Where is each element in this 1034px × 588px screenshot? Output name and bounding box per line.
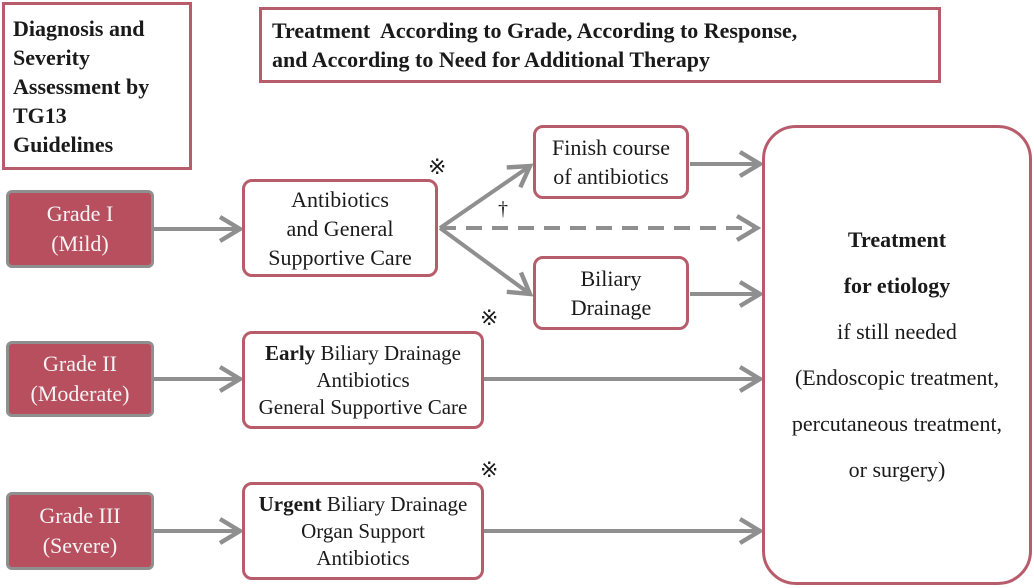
grade-2-name: Grade II [43,351,117,376]
biliary-drainage-box: Biliary Drainage [533,256,689,330]
diagnosis-header: Diagnosis and Severity Assessment by TG1… [2,2,192,170]
treatment-header: Treatment According to Grade, According … [259,7,941,83]
finish-course-line: of antibiotics [553,164,669,189]
final-title: Treatment [847,227,947,252]
diagnosis-header-line: TG13 [13,102,67,128]
final-line: (Endoscopic treatment, [794,365,1000,390]
treatment-header-line: Treatment According to Grade, According … [272,18,798,43]
dagger-mark: † [498,198,508,220]
final-line: percutaneous treatment, [791,411,1003,436]
etiology-treatment-box: Treatment for etiology if still needed (… [762,125,1032,585]
grade3-care-line1: Urgent Biliary Drainage [259,491,468,518]
diagnosis-header-line: Severity [13,44,90,70]
grade1-care-line: Supportive Care [268,244,412,270]
grade3-urgency: Urgent [258,491,322,516]
diagnosis-header-line: Diagnosis and [13,15,145,41]
grade3-care-box: Urgent Biliary Drainage Organ Support An… [242,482,484,580]
diagnosis-header-line: Assessment by [13,73,150,99]
final-line: or surgery) [848,457,946,482]
diagnosis-header-line: Guidelines [13,131,114,157]
grade2-care-line3: General Supportive Care [258,394,468,419]
grade-3-box: Grade III (Severe) [6,492,154,570]
grade2-care-line2: Antibiotics [316,367,410,392]
grade3-care-line3: Antibiotics [316,545,410,570]
grade3-care-line2: Organ Support [301,518,425,543]
treatment-header-line: and According to Need for Additional The… [272,47,711,72]
finish-course-line: Finish course [552,135,670,160]
note-mark-grade1: ※ [428,154,447,179]
grade1-care-box: Antibiotics and General Supportive Care [242,179,438,277]
grade2-urgency: Early [265,340,316,365]
arrow-care-to-drainage [438,226,534,297]
note-mark-grade2: ※ [480,305,499,330]
grade1-care-line: and General [286,215,394,241]
arrow-care-to-finish [438,163,534,230]
grade2-care-box: Early Biliary Drainage Antibiotics Gener… [242,331,484,429]
grade-3-name: Grade III [39,503,121,528]
grade1-care-line: Antibiotics [291,186,389,212]
grade-2-box: Grade II (Moderate) [6,341,154,417]
grade-2-severity: (Moderate) [30,381,130,406]
finish-course-box: Finish course of antibiotics [533,125,689,199]
final-line: if still needed [837,319,957,344]
grade-1-box: Grade I (Mild) [6,190,154,268]
grade3-care-line1-rest: Biliary Drainage [321,491,468,516]
biliary-drainage-line: Drainage [570,295,652,320]
grade-1-severity: (Mild) [51,231,109,256]
note-mark-grade3: ※ [480,457,499,482]
grade-3-severity: (Severe) [42,533,118,558]
biliary-drainage-line: Biliary [580,266,642,291]
grade2-care-line1-rest: Biliary Drainage [315,340,461,365]
final-subtitle: for etiology [843,273,951,298]
grade2-care-line1: Early Biliary Drainage [265,340,461,367]
grade-1-name: Grade I [46,201,114,226]
